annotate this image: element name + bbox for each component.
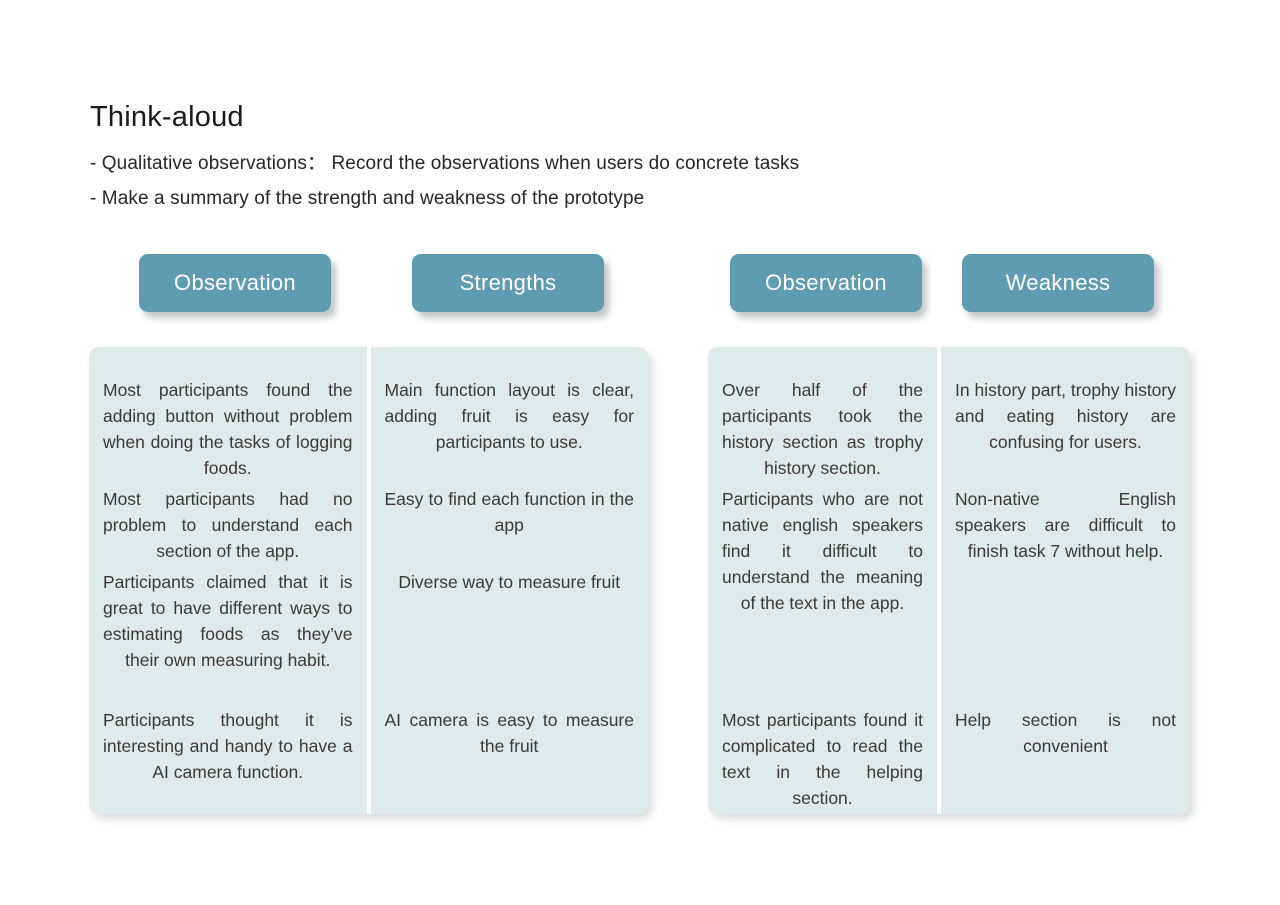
panel-paragraph: Participants who are not native english … — [722, 489, 923, 613]
panel-paragraph: Main function layout is clear, adding fr… — [384, 380, 635, 452]
panel-paragraph: Participants thought it is interesting a… — [103, 710, 353, 782]
panel-paragraph: AI camera is easy to measure the fruit — [384, 710, 635, 756]
panel-paragraph: Diverse way to measure fruit — [398, 572, 621, 592]
column-header-label: Strengths — [459, 270, 557, 295]
panel-paragraph: Help section is not convenient — [955, 710, 1176, 756]
column-header-label: Weakness — [1005, 270, 1111, 295]
bullet-line-2: - Make a summary of the strength and wea… — [90, 188, 645, 209]
column-header-strengths[interactable]: Strengths — [412, 254, 604, 312]
column-header-label: Observation — [765, 270, 887, 295]
panel-paragraph: Most participants found it complicated t… — [722, 710, 923, 808]
panel-paragraph: Most participants found the adding butto… — [103, 380, 353, 478]
panel-column-observation-left: Most participants found the adding butto… — [89, 347, 367, 814]
panel-paragraph: Over half of the participants took the h… — [722, 380, 923, 478]
panel-paragraph: Non-native English speakers are difficul… — [955, 489, 1176, 561]
bullet-list: - Qualitative observations： Record the o… — [90, 146, 1090, 216]
column-header-weakness[interactable]: Weakness — [962, 254, 1154, 312]
bullet-line-1: - Qualitative observations： Record the o… — [90, 153, 800, 174]
panel-divider — [366, 347, 371, 814]
column-header-observation-right[interactable]: Observation — [730, 254, 922, 312]
panel-column-observation-right: Over half of the participants took the h… — [708, 347, 937, 814]
panel-paragraph: Most participants had no problem to unde… — [103, 489, 353, 561]
page-title: Think-aloud — [90, 101, 244, 134]
panel-paragraph: In history part, trophy history and eati… — [955, 380, 1176, 452]
panel-column-weakness: In history part, trophy history and eati… — [941, 347, 1190, 814]
panel-group-strengths: Most participants found the adding butto… — [89, 347, 648, 814]
panel-group-weakness: Over half of the participants took the h… — [708, 347, 1190, 814]
panel-divider — [937, 347, 941, 814]
panel-paragraph: Participants claimed that it is great to… — [103, 572, 353, 670]
column-header-label: Observation — [174, 270, 296, 295]
panel-paragraph: Easy to find each function in the app — [384, 489, 635, 535]
panel-column-strengths: Main function layout is clear, adding fr… — [371, 347, 649, 814]
column-header-observation-left[interactable]: Observation — [139, 254, 331, 312]
